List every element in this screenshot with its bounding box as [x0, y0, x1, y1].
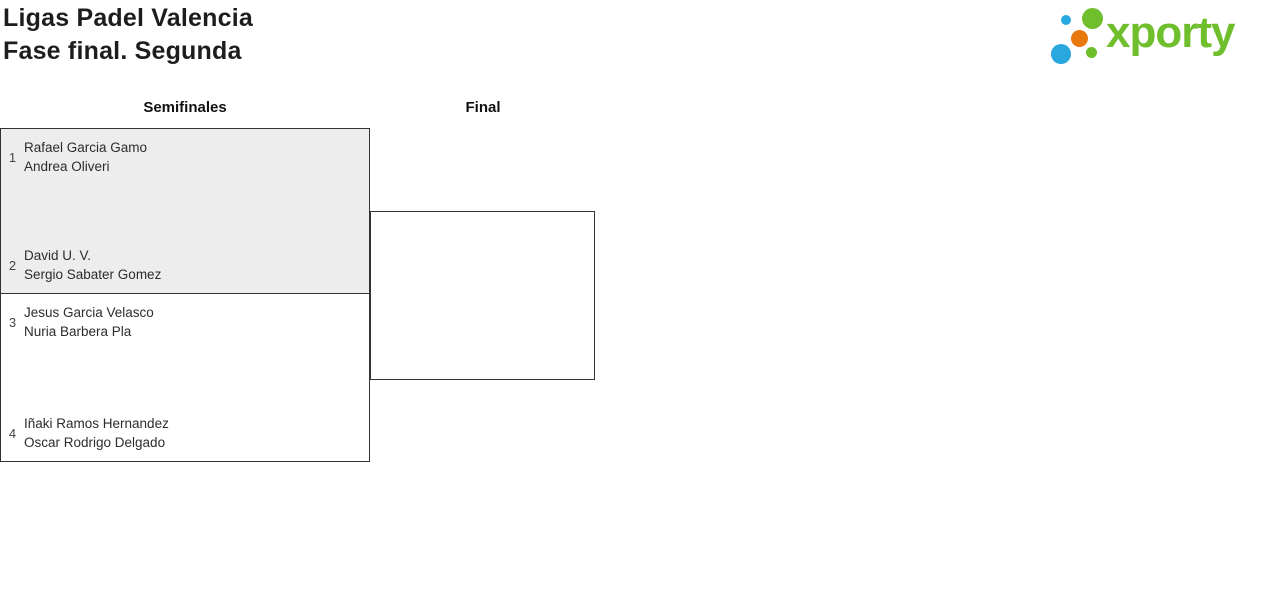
logo-dot-green-large-icon	[1082, 8, 1103, 29]
team-seed: 4	[8, 425, 17, 441]
page-title-line1: Ligas Padel Valencia	[3, 4, 253, 32]
team-players: David U. V. Sergio Sabater Gomez	[24, 246, 161, 284]
team-players: Iñaki Ramos Hernandez Oscar Rodrigo Delg…	[24, 414, 169, 452]
page-title-line2: Fase final. Segunda	[3, 37, 242, 65]
match-final[interactable]	[370, 211, 595, 380]
page-title: Ligas Padel Valencia Fase final. Segunda	[3, 2, 253, 68]
team-players: Rafael Garcia Gamo Andrea Oliveri	[24, 138, 147, 176]
logo-wordmark: xporty	[1106, 8, 1235, 57]
player-name: Andrea Oliveri	[24, 159, 110, 174]
logo-dot-orange-icon	[1071, 30, 1088, 47]
team-seed: 2	[8, 257, 17, 273]
player-name: Sergio Sabater Gomez	[24, 267, 162, 282]
player-name: Iñaki Ramos Hernandez	[24, 416, 169, 431]
team-entry-seed-2: 2 David U. V. Sergio Sabater Gomez	[1, 246, 369, 284]
match-semifinal-2[interactable]: 3 Jesus Garcia Velasco Nuria Barbera Pla…	[0, 293, 370, 462]
player-name: Jesus Garcia Velasco	[24, 305, 154, 320]
team-seed: 3	[8, 314, 17, 330]
round-label-final: Final	[465, 99, 501, 116]
match-semifinal-1[interactable]: 1 Rafael Garcia Gamo Andrea Oliveri 2 Da…	[0, 128, 370, 294]
team-entry-seed-4: 4 Iñaki Ramos Hernandez Oscar Rodrigo De…	[1, 414, 369, 452]
team-players: Jesus Garcia Velasco Nuria Barbera Pla	[24, 303, 154, 341]
player-name: Oscar Rodrigo Delgado	[24, 435, 166, 450]
xporty-logo[interactable]: xporty	[1048, 0, 1280, 72]
team-entry-seed-1: 1 Rafael Garcia Gamo Andrea Oliveri	[1, 138, 369, 176]
logo-dot-blue-large-icon	[1051, 44, 1071, 64]
team-entry-seed-3: 3 Jesus Garcia Velasco Nuria Barbera Pla	[1, 303, 369, 341]
player-name: Rafael Garcia Gamo	[24, 140, 148, 155]
logo-dot-green-small-icon	[1086, 47, 1097, 58]
player-name: Nuria Barbera Pla	[24, 324, 132, 339]
player-name: David U. V.	[24, 248, 92, 263]
round-label-semifinals: Semifinales	[143, 99, 227, 116]
team-seed: 1	[8, 149, 17, 165]
logo-dot-blue-small-icon	[1061, 15, 1071, 25]
